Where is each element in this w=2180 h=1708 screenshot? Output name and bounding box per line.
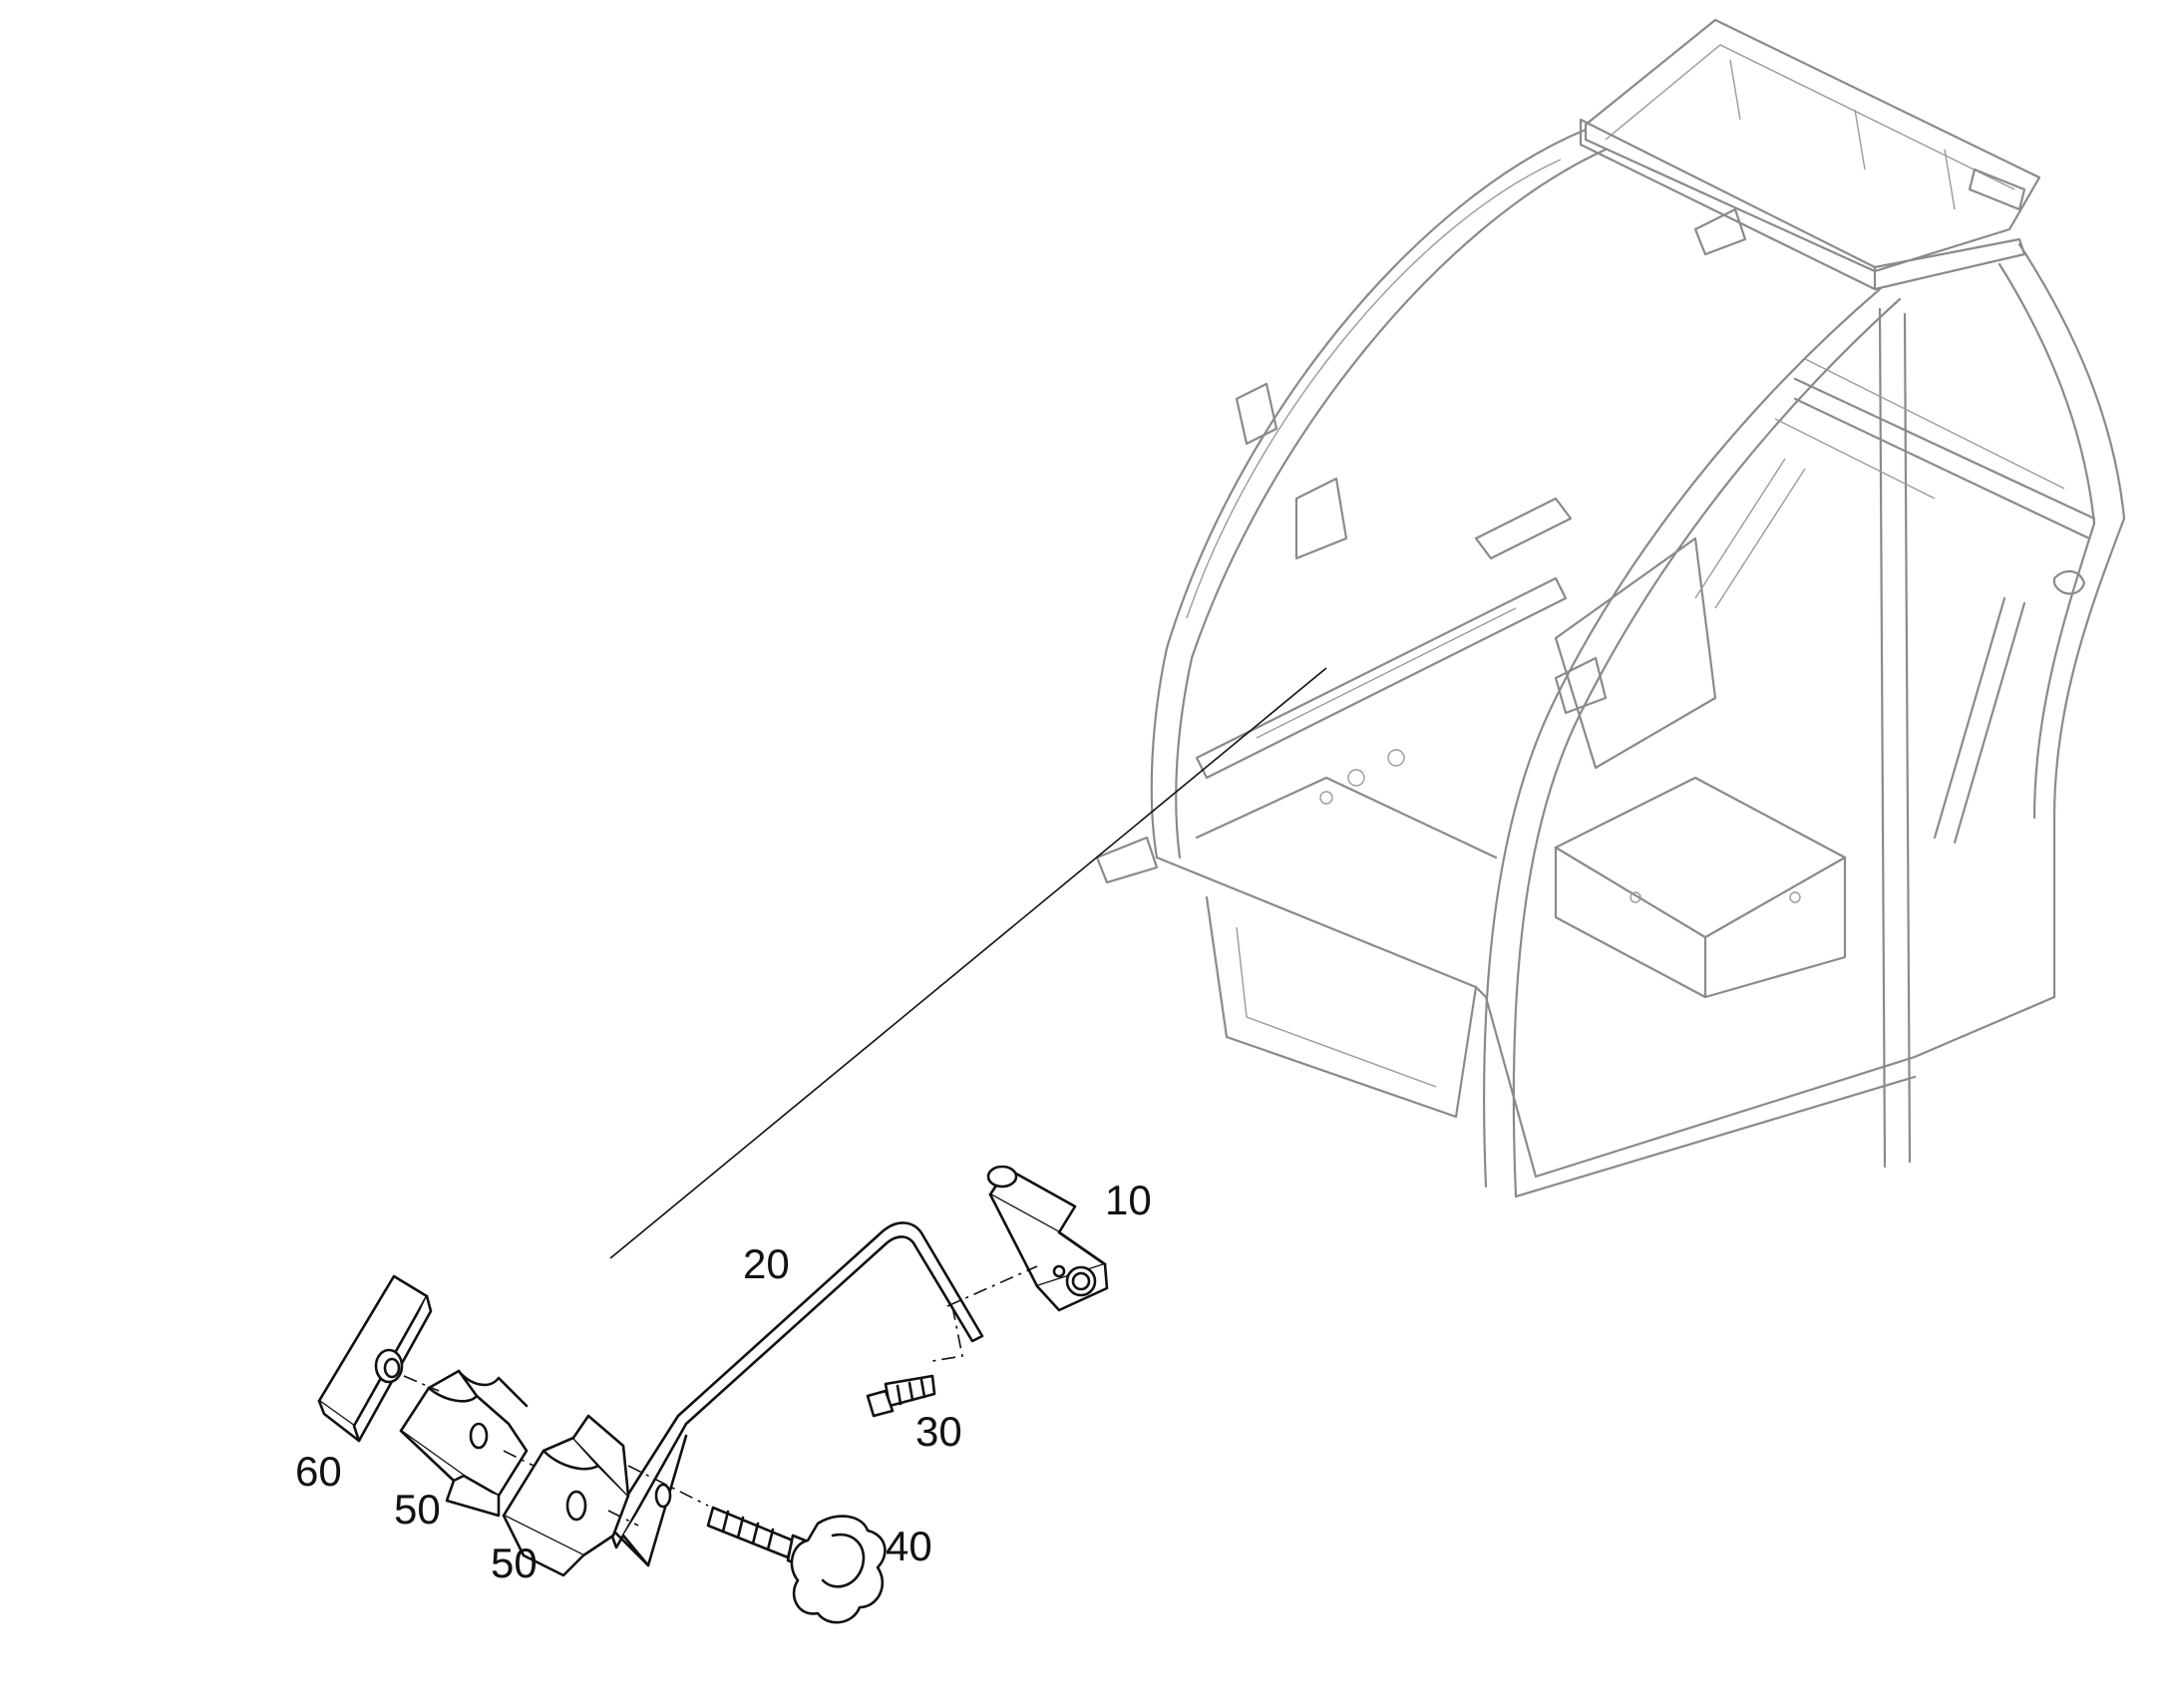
part-50-clamp-a	[399, 1369, 529, 1518]
cab-frame	[1095, 18, 2126, 1198]
leader-line	[609, 667, 1327, 1259]
callout-30: 30	[915, 1408, 962, 1455]
callout-20: 20	[743, 1240, 790, 1287]
callout-10: 10	[1105, 1177, 1152, 1223]
centre-line-60	[403, 1375, 440, 1392]
callout-50-right: 50	[491, 1539, 538, 1586]
centre-line-50	[503, 1450, 535, 1467]
centre-line-50-20	[607, 1510, 639, 1527]
part-10-sensor-block	[986, 1165, 1109, 1312]
callout-40: 40	[886, 1523, 932, 1569]
callout-60: 60	[295, 1448, 342, 1495]
part-30-bolt	[866, 1374, 936, 1418]
part-40-star-knob	[706, 1506, 887, 1624]
part-60-plate	[317, 1274, 433, 1443]
centre-line-30	[931, 1305, 963, 1362]
centre-line-10-20	[946, 1265, 1038, 1307]
part-50-clamp-b	[502, 1414, 630, 1577]
part-20-bracket	[606, 1221, 984, 1567]
callout-50-left: 50	[394, 1486, 441, 1533]
